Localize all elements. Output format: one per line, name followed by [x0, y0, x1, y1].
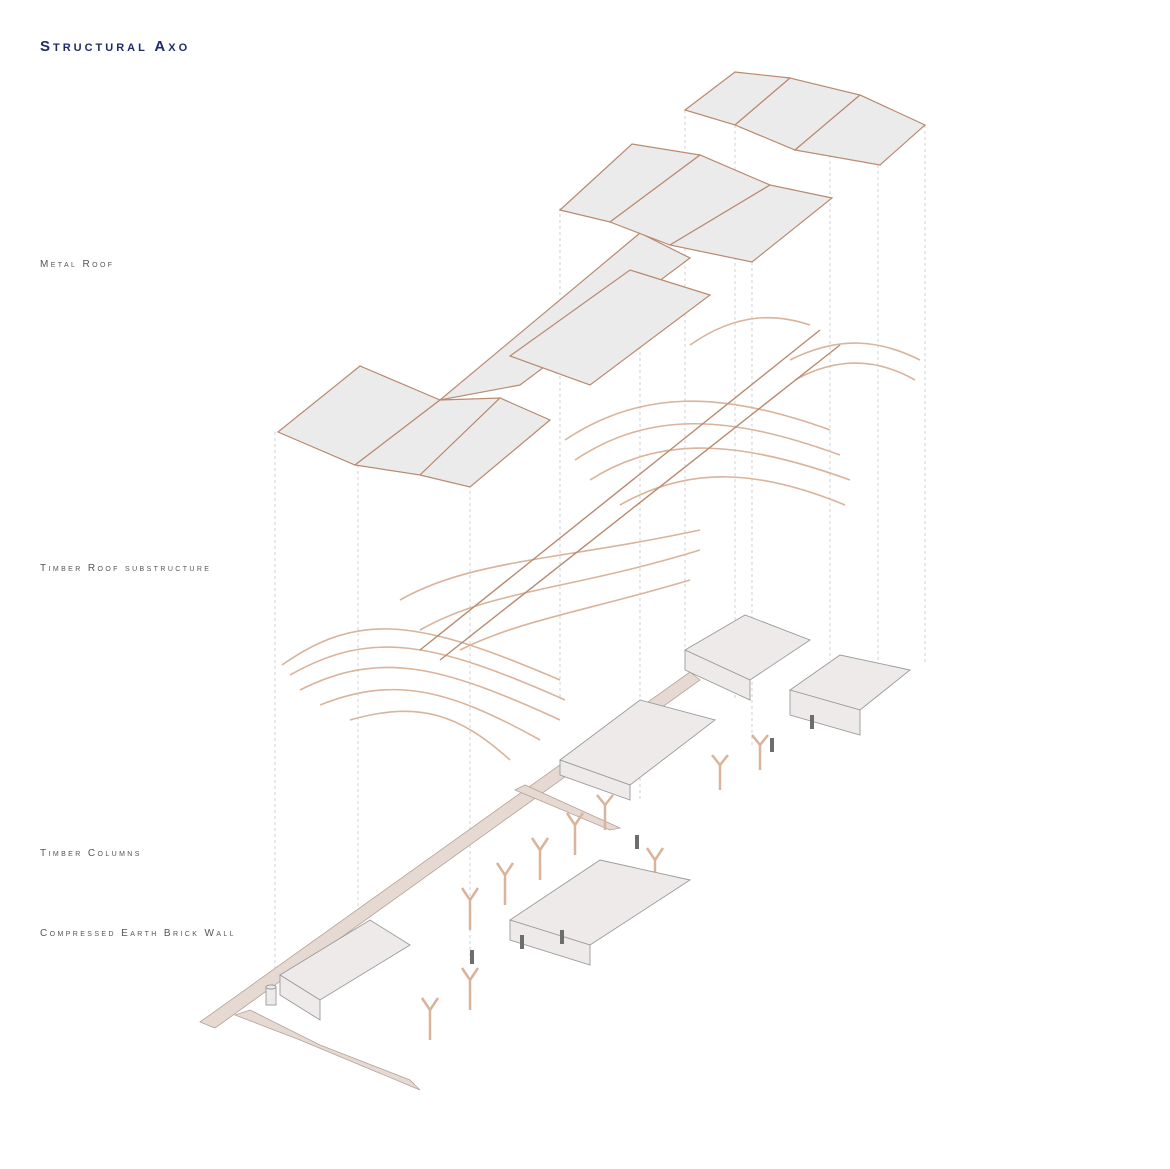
- timber-roof-spine: [419, 329, 841, 661]
- wall-openings: [470, 715, 814, 964]
- label-timber-columns: Timber Columns: [40, 848, 142, 859]
- timber-roof-layer: [281, 316, 921, 761]
- metal-roof-layer: [276, 71, 927, 488]
- drawing-title: Structural Axo: [40, 38, 191, 55]
- earth-wall-layer: [279, 614, 912, 1021]
- label-metal-roof: Metal Roof: [40, 259, 115, 270]
- guide-lines: [274, 110, 926, 990]
- tank: [265, 984, 277, 1006]
- label-timber-roof: Timber Roof substructure: [40, 563, 212, 574]
- label-earth-wall: Compressed Earth Brick Wall: [40, 928, 236, 939]
